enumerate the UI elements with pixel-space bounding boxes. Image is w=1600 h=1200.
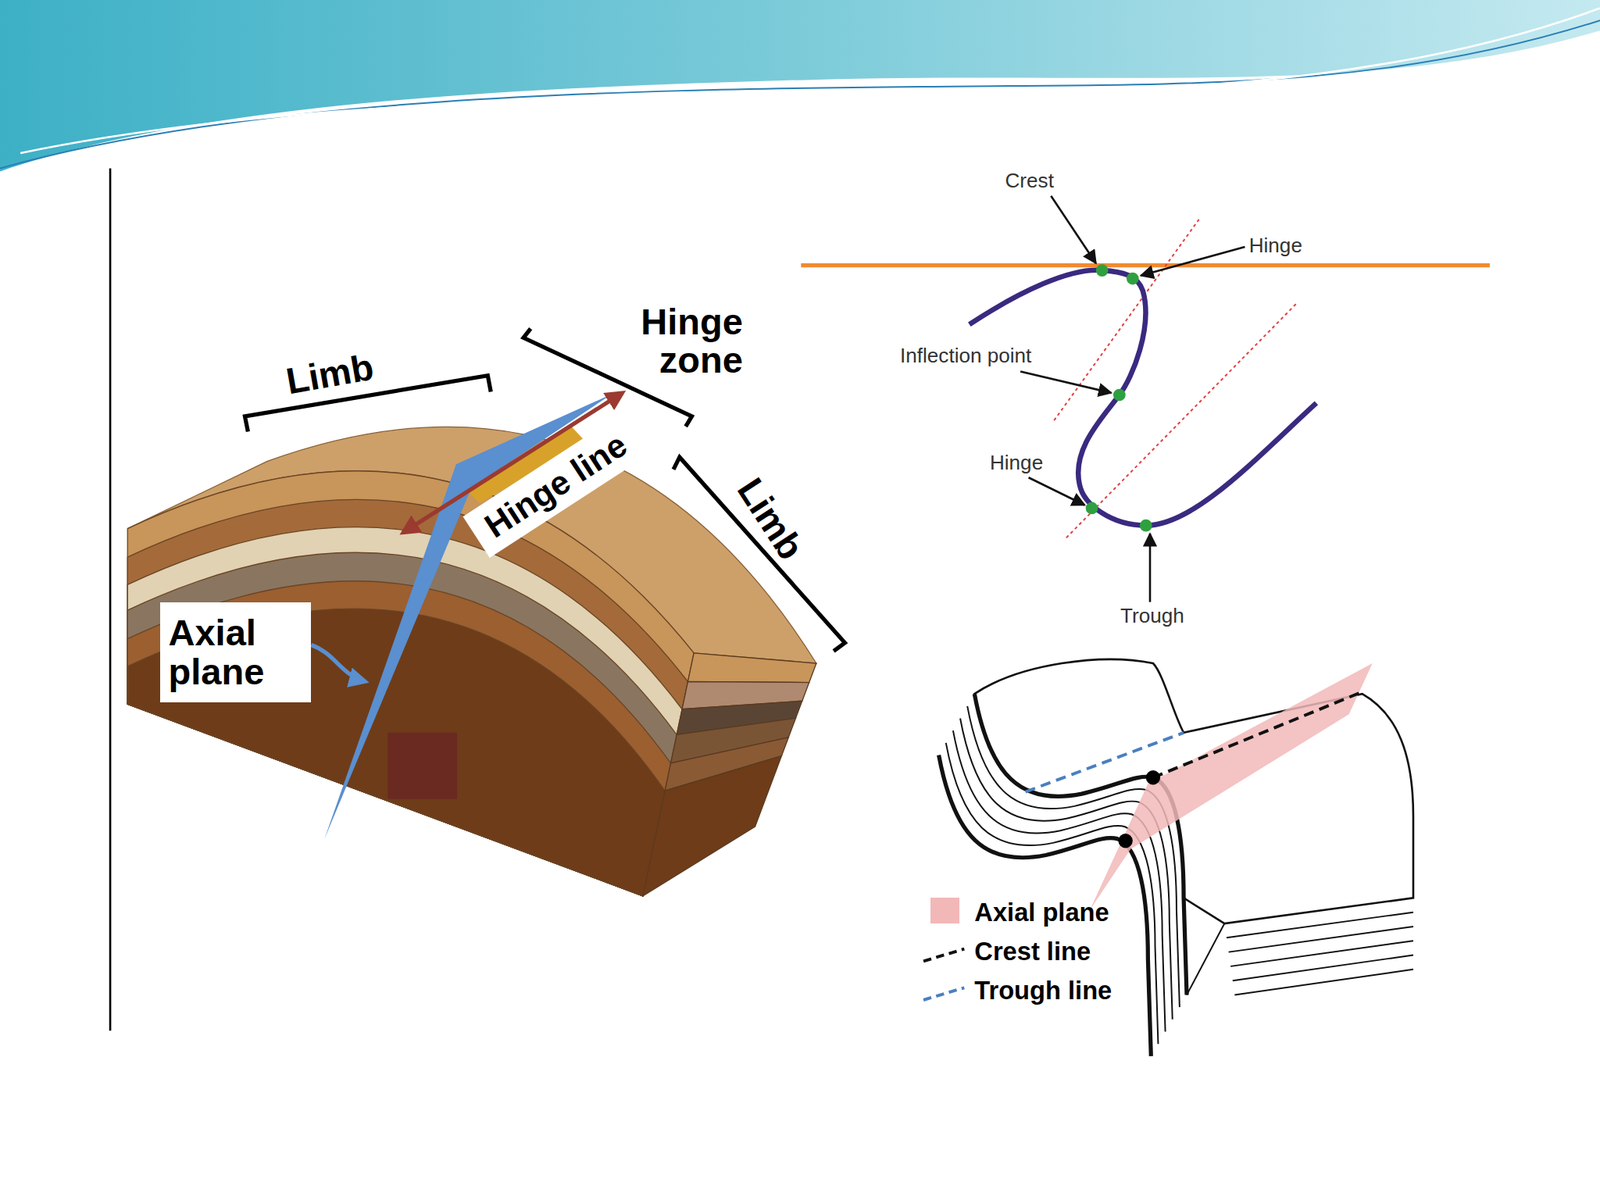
label-box: Hinge line	[463, 413, 650, 558]
header-line	[0, 20, 1600, 168]
legend-text: Axial plane	[974, 897, 1109, 928]
part-label: Hinge zone	[564, 302, 743, 380]
legend-line-sample	[923, 987, 965, 1000]
legend-text: Crest line	[974, 936, 1091, 967]
part-label: Limb	[282, 346, 377, 404]
part-label: Hinge	[1249, 233, 1303, 258]
profile-points	[1085, 264, 1153, 532]
crest-point	[1146, 770, 1161, 785]
fold-profile	[969, 270, 1317, 526]
part-label: Hinge	[989, 450, 1043, 475]
pointer-arrows	[1020, 196, 1245, 603]
trough-line	[1025, 732, 1184, 793]
content-area	[110, 168, 1490, 1032]
header-line	[20, 7, 1600, 153]
part-label: Inflection point	[900, 343, 1032, 368]
limb-bracket	[673, 457, 845, 651]
part-label: Trough	[1120, 603, 1185, 628]
crest-point	[1118, 833, 1133, 848]
axial-plane-pointer	[310, 644, 365, 682]
dark-square	[387, 732, 458, 800]
folded-layers	[939, 659, 1414, 1057]
box-text: Axial plane	[167, 613, 303, 691]
label-box: Axial plane	[160, 602, 311, 703]
horizontal-line	[800, 263, 1490, 268]
frame-line	[109, 168, 112, 1032]
legend-line-sample	[923, 949, 965, 962]
box-text: Hinge line	[478, 425, 635, 547]
part-label: Limb	[728, 471, 813, 568]
legend-swatch	[930, 897, 960, 924]
hinge-trace	[1053, 219, 1199, 421]
header-wave	[0, 0, 1600, 172]
axial-plane-3d	[1089, 663, 1373, 911]
part-label: Crest	[1005, 168, 1054, 193]
crest-line	[1153, 692, 1363, 779]
legend-text: Trough line	[974, 975, 1112, 1006]
